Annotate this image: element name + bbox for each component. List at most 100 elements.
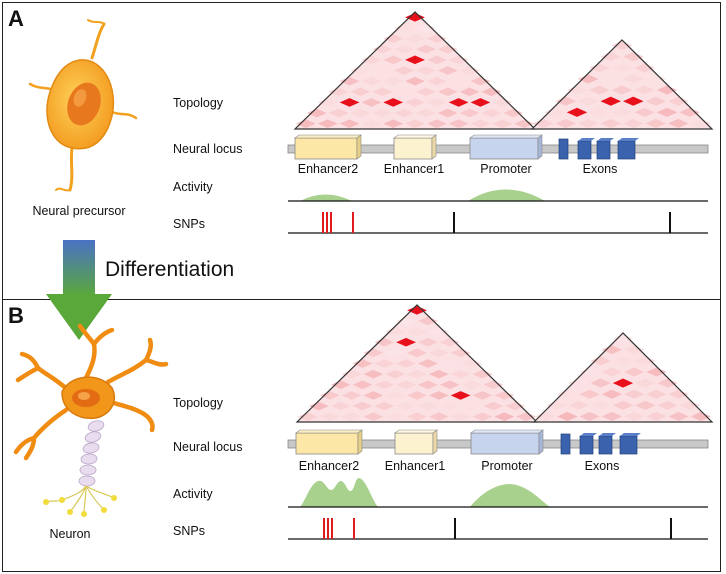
heatmap-cell bbox=[308, 401, 329, 411]
enhancer2-box bbox=[295, 429, 363, 455]
heatmap-cell bbox=[450, 391, 471, 400]
heatmap-cell bbox=[470, 98, 491, 107]
promoter-caption-a: Promoter bbox=[480, 162, 532, 176]
heatmap-cell bbox=[578, 118, 599, 128]
heatmap-cell bbox=[601, 389, 622, 399]
heatmap-cell bbox=[350, 66, 371, 75]
heatmap-cell bbox=[546, 400, 567, 410]
heatmap-cell bbox=[319, 412, 340, 421]
heatmap-cell bbox=[439, 401, 460, 411]
heatmap-cell bbox=[634, 85, 655, 95]
neural-locus-label-a: Neural locus bbox=[173, 142, 243, 156]
heatmap-cell bbox=[481, 108, 502, 118]
heatmap-cell bbox=[385, 348, 406, 358]
heatmap-cell bbox=[439, 337, 460, 347]
heatmap-cell bbox=[374, 337, 395, 347]
tad-outline bbox=[293, 11, 537, 130]
heatmap-cell bbox=[448, 55, 469, 65]
enhancer2-caption-a: Enhancer2 bbox=[297, 162, 359, 176]
promoter-caption-b: Promoter bbox=[481, 459, 533, 473]
heatmap-cell bbox=[437, 108, 458, 118]
neural-locus-a bbox=[287, 134, 709, 160]
heatmap-cell bbox=[385, 391, 406, 400]
heatmap-cell bbox=[668, 96, 689, 106]
heatmap-cell bbox=[679, 107, 700, 117]
topology-label-a: Topology bbox=[173, 96, 224, 110]
heatmap-cell bbox=[383, 55, 404, 65]
heatmap-cell bbox=[418, 316, 438, 326]
heatmap-cell bbox=[448, 76, 469, 86]
heatmap-cell bbox=[361, 98, 382, 107]
panel-b-letter: B bbox=[8, 303, 24, 328]
heatmap-cell bbox=[656, 85, 678, 95]
heatmap-cell bbox=[363, 369, 384, 379]
heatmap-cell bbox=[492, 98, 513, 107]
heatmap-cell bbox=[624, 345, 645, 355]
heatmap-cell bbox=[600, 118, 621, 128]
heatmap-cell bbox=[623, 74, 644, 84]
heatmap-cell bbox=[590, 356, 611, 366]
heatmap-cell bbox=[372, 44, 393, 54]
heatmap-cell bbox=[483, 401, 504, 411]
heatmap-cell bbox=[374, 401, 395, 411]
heatmap-cell bbox=[350, 108, 371, 118]
heatmap-cell bbox=[555, 118, 576, 128]
heatmap-cell bbox=[296, 119, 316, 128]
neural-precursor-illustration bbox=[28, 19, 138, 192]
heatmap-cell bbox=[428, 369, 449, 379]
heatmap-cell bbox=[317, 119, 338, 128]
tad-outline bbox=[530, 39, 714, 130]
heatmap-cell bbox=[416, 23, 436, 33]
heatmap-cell bbox=[426, 55, 447, 65]
heatmap-cell bbox=[579, 367, 600, 377]
enhancer2-caption-b: Enhancer2 bbox=[298, 459, 360, 473]
heatmap-cell bbox=[600, 96, 621, 106]
heatmap-cell bbox=[494, 391, 515, 400]
heatmap-cell bbox=[690, 118, 711, 128]
snps-label-a: SNPs bbox=[173, 217, 205, 231]
heatmap-cell bbox=[396, 401, 416, 411]
promoter-box bbox=[470, 429, 544, 455]
heatmap-cell bbox=[361, 55, 382, 65]
heatmap-cell bbox=[635, 400, 656, 410]
heatmap-cell bbox=[578, 74, 599, 84]
heatmap-cell bbox=[600, 74, 621, 84]
heatmap-cell bbox=[418, 401, 438, 411]
heatmap-cell bbox=[426, 119, 447, 128]
heatmap-cell bbox=[555, 96, 576, 106]
heatmap-cell bbox=[407, 412, 427, 421]
heatmap-cell bbox=[557, 389, 578, 399]
snps-label-b: SNPs bbox=[173, 524, 205, 538]
heatmap-cell bbox=[407, 306, 427, 315]
heatmap-cell bbox=[339, 76, 360, 86]
panel-a-letter: A bbox=[8, 6, 24, 31]
heatmap-cell bbox=[416, 108, 436, 118]
heatmap-cell bbox=[330, 380, 351, 390]
heatmap-cell bbox=[341, 369, 362, 379]
neuron-illustration bbox=[13, 323, 169, 517]
heatmap-cell bbox=[405, 55, 425, 65]
heatmap-cell bbox=[535, 411, 556, 421]
heatmap-cell bbox=[374, 359, 395, 368]
heatmap-cell bbox=[350, 87, 371, 97]
exon-boxes bbox=[560, 433, 641, 455]
heatmap-cell bbox=[646, 367, 667, 377]
heatmap-cell bbox=[448, 119, 469, 128]
heatmap-cell bbox=[494, 412, 515, 421]
heatmap-cell bbox=[372, 87, 393, 97]
heatmap-cell bbox=[450, 348, 471, 358]
heatmap-cell bbox=[416, 44, 436, 54]
heatmap-cell bbox=[503, 108, 524, 118]
heatmap-cell bbox=[394, 66, 414, 75]
heatmap-cell bbox=[418, 359, 438, 368]
heatmap-cell bbox=[590, 400, 611, 410]
heatmap-cell bbox=[623, 118, 644, 128]
exons-caption-a: Exons bbox=[582, 162, 618, 176]
heatmap-cell bbox=[396, 337, 416, 347]
heatmap-cell bbox=[407, 391, 427, 400]
heatmap-cell bbox=[624, 411, 645, 421]
heatmap-cell bbox=[611, 41, 633, 51]
heatmap-cell bbox=[589, 107, 610, 117]
tad-outline bbox=[295, 304, 539, 423]
